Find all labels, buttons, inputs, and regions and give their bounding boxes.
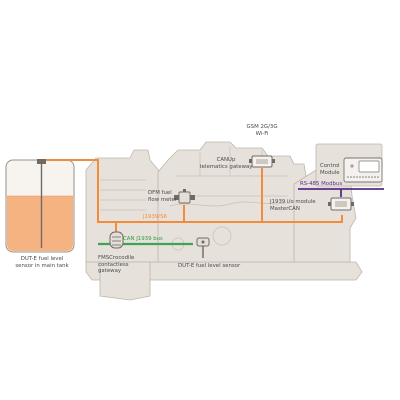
gsm-label-line2: Wi-Fi (255, 130, 269, 137)
dfm-label-line1: DFM fuel (148, 190, 172, 196)
rs485-label: RS-485 Modbus (300, 181, 342, 188)
engine-silhouette (85, 141, 383, 301)
engine-pulley (212, 226, 232, 246)
control-module (343, 157, 383, 183)
rs485-label-text: RS-485 Modbus (300, 181, 343, 187)
engine-cylinder-lines (169, 201, 291, 207)
mastercan-label-line1: J1939 i/o module (270, 199, 316, 205)
mastercan-module (328, 197, 354, 211)
dfm-label: DFM fuel flow meter (148, 190, 177, 203)
canup-label: CANUp telematics gateway (196, 157, 256, 170)
dfm-outlet (190, 195, 195, 200)
orange-bus-lines (46, 159, 343, 233)
dfm-flow-meter (174, 189, 195, 204)
control-label-line2: Module (320, 169, 340, 176)
engine-details (100, 146, 291, 251)
dut-e-sensor (196, 237, 210, 258)
tank-level-sensor (37, 159, 46, 248)
orange-bus-main (46, 159, 343, 223)
dfm-body (178, 191, 191, 204)
engine-radiator-lines (100, 179, 146, 211)
mastercan-tab-left (328, 202, 331, 206)
canup-label-line1: CANUp (216, 157, 236, 163)
can-bus-label: CAN J1939 bus (123, 236, 163, 243)
dut-sensor-label: DUT-E fuel level sensor (178, 263, 240, 270)
j1939-bus-label-text: J1939/S6 (143, 214, 167, 220)
j1939-bus-label: J1939/S6 (143, 214, 167, 221)
mastercan-tab-right (351, 202, 354, 206)
canup-gateway (249, 155, 275, 168)
fms-crocodile (109, 231, 124, 249)
can-bus-label-text: CAN J1939 bus (123, 236, 163, 242)
mastercan-label-line2: MasterCAN (270, 205, 300, 212)
tank-sensor-label-line1: DUT-E fuel level (20, 256, 64, 262)
dfm-label-line2: flow meter (148, 196, 178, 203)
fms-body (109, 231, 124, 249)
dut-sensor-cap (201, 240, 205, 244)
dfm-connector (183, 189, 186, 192)
engine-lower-left (99, 261, 151, 301)
fms-label-line1: FMSCrocodile (98, 255, 135, 261)
engine-base (85, 261, 363, 281)
control-dpad-icon (350, 164, 354, 168)
tank-sensor-head (37, 159, 46, 164)
tank-sensor-label: DUT-E fuel level sensor in main tank (8, 256, 76, 269)
fms-label-line2: contactless (98, 261, 129, 268)
fms-label-line3: gateway (98, 268, 122, 275)
control-buttons (347, 176, 379, 178)
dut-sensor-label-text: DUT-E fuel level sensor (178, 263, 241, 269)
gsm-label-line1: GSM 2G/3G (246, 124, 278, 130)
control-label-line1: Control (320, 163, 340, 169)
tank-fuel (7, 196, 73, 251)
fms-label: FMSCrocodile contactless gateway (98, 255, 134, 275)
canup-tab-left (249, 159, 252, 163)
dfm-inlet (174, 195, 179, 200)
canup-tab-right (272, 159, 275, 163)
control-module-screen (358, 160, 380, 173)
canup-plate (256, 159, 268, 164)
mastercan-label: J1939 i/o module MasterCAN (270, 199, 316, 212)
engine-panel-lines (176, 146, 288, 197)
purple-rs485-bus (298, 188, 384, 197)
canup-label-line2: telematics gateway (199, 163, 253, 170)
control-module-label: Control Module (320, 163, 340, 176)
mastercan-label-plate (335, 201, 347, 207)
fuel-tank (5, 159, 75, 253)
gsm-label: GSM 2G/3G Wi-Fi (236, 124, 288, 137)
tank-sensor-label-line2: sensor in main tank (15, 262, 69, 269)
